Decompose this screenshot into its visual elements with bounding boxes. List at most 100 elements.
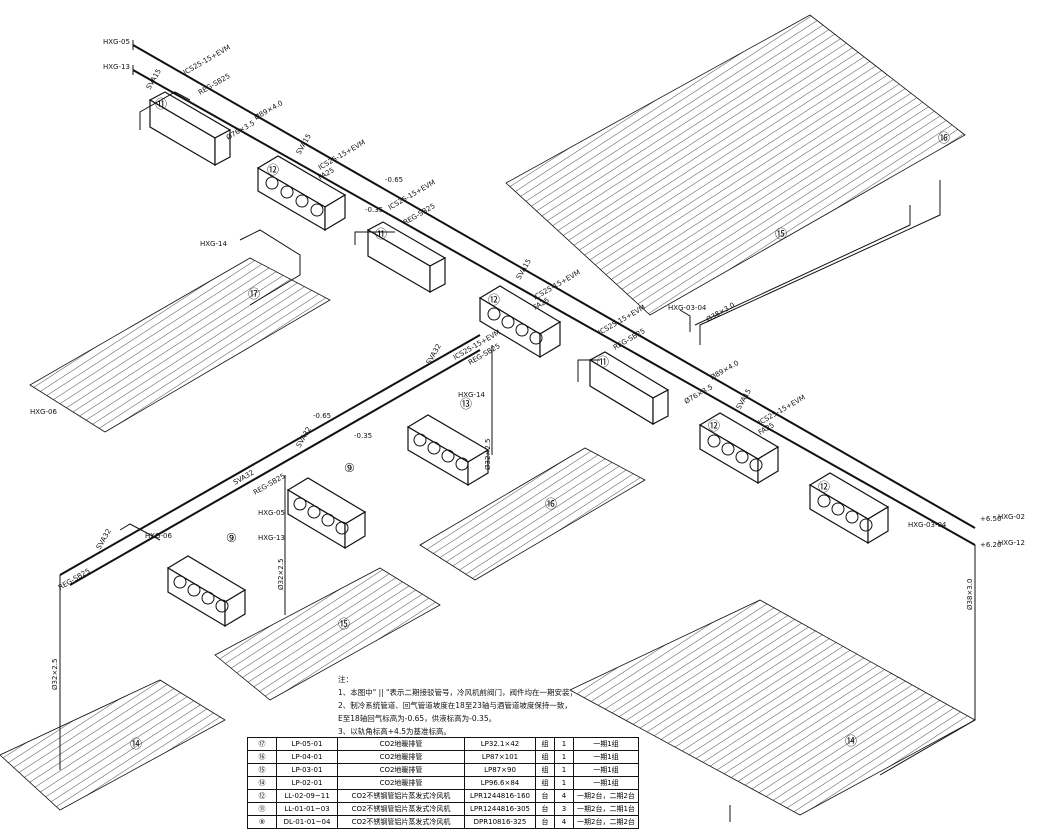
unit-11-top — [148, 91, 232, 167]
legend-cell-no: ⑭ — [247, 776, 277, 790]
legend-cell-remark: 一期2台，二期2台 — [573, 815, 639, 829]
legend-cell-remark: 一期1组 — [573, 776, 639, 790]
marker-16-a: ⑯ — [545, 497, 557, 511]
notes-line-3: E至18轴回气标高为-0.65，供液标高为-0.35。 — [338, 714, 497, 723]
label-hxg05-mid: HXG-05 — [258, 509, 285, 517]
marker-17: ⑰ — [248, 287, 260, 301]
marker-11-a: ⑪ — [155, 97, 167, 111]
coil-16-top — [505, 14, 966, 316]
marker-11-b: ⑪ — [375, 227, 387, 241]
pipe-size-9: Ø38×3.0 — [705, 301, 736, 324]
marker-14-b: ⑭ — [845, 734, 857, 748]
legend-cell-model: LP32.1×42 — [464, 737, 536, 751]
legend-cell-name: CO2地暖排管 — [337, 763, 465, 777]
legend-cell-model: LP96.6×84 — [464, 776, 536, 790]
branch-pipes — [119, 91, 691, 541]
marker-15-b: ⑮ — [775, 227, 787, 241]
marker-15-a: ⑮ — [338, 617, 350, 631]
valve-sv5: SVA32 — [95, 528, 113, 551]
unit-12-d — [808, 472, 890, 545]
legend-cell-unit: 台 — [535, 802, 555, 816]
label-hxg0304-b: HXG-03-04 — [908, 521, 947, 529]
elev-3: -0.65 — [313, 412, 331, 420]
legend-cell-model: LPR1244816-160 — [464, 789, 536, 803]
label-hxg06: HXG-06 — [30, 408, 57, 416]
legend-cell-no: ⑪ — [247, 802, 277, 816]
legend-cell-name: CO2地暖排管 — [337, 750, 465, 764]
legend-cell-remark: 一期2台，二期1台 — [573, 802, 639, 816]
legend-cell-remark: 一期1组 — [573, 737, 639, 751]
marker-14-a: ⑭ — [130, 737, 142, 751]
legend-cell-remark: 一期1组 — [573, 763, 639, 777]
legend-cell-qty: 1 — [554, 776, 574, 790]
label-hxg14: HXG-14 — [200, 240, 227, 248]
valve-ic1: ICS25-15+EVM — [182, 43, 232, 76]
label-hxg06-mid: HXG-06 — [145, 532, 172, 540]
marker-12-c: ⑫ — [708, 419, 720, 433]
valve-ic6: ICS25-15+EVM — [757, 393, 807, 426]
label-hxg12: HXG-12 — [998, 539, 1025, 547]
notes-line-4: 3、以轨角标高+4.5为基准标高。 — [338, 727, 451, 736]
legend-cell-no: ⑮ — [247, 763, 277, 777]
legend-cell-qty: 1 — [554, 750, 574, 764]
label-hxg14-mid: HXG-14 — [458, 391, 485, 399]
notes-title: 注： — [338, 675, 353, 684]
legend-cell-name: CO2不锈钢管铝片蒸发式冷风机 — [337, 789, 465, 803]
legend-cell-unit: 组 — [535, 776, 555, 790]
label-hxg05-top: HXG-05 — [103, 38, 130, 46]
pipe-size-8: Ø38×3.0 — [966, 579, 974, 610]
legend-cell-code: LP-05-01 — [276, 737, 338, 751]
legend-cell-code: LP-03-01 — [276, 763, 338, 777]
coil-16-mid — [419, 447, 646, 581]
pipe-size-7: Ø32×2.5 — [51, 659, 59, 690]
valve-sv7: SVA15 — [515, 258, 533, 281]
valve-sv3: SVA32 — [295, 426, 313, 449]
legend-cell-name: CO2地暖排管 — [337, 776, 465, 790]
legend-cell-model: DPR10816-325 — [464, 815, 536, 829]
legend-cell-code: LL-01-01~03 — [276, 802, 338, 816]
label-hxg0304: HXG-03-04 — [668, 304, 707, 312]
main-supply-header — [132, 40, 976, 546]
legend-cell-remark: 一期1组 — [573, 750, 639, 764]
valve-sv4: SVA32 — [232, 469, 255, 487]
legend-cell-model: LP87×90 — [464, 763, 536, 777]
pipe-size-6: Ø32×2.5 — [277, 559, 285, 590]
legend-cell-qty: 1 — [554, 737, 574, 751]
marker-12-d: ⑫ — [818, 480, 830, 494]
legend-cell-no: ⑯ — [247, 750, 277, 764]
legend-cell-qty: 3 — [554, 802, 574, 816]
legend-cell-no: ⑰ — [247, 737, 277, 751]
label-hxg13-top: HXG-13 — [103, 63, 130, 71]
legend-cell-unit: 组 — [535, 737, 555, 751]
unit-9-b — [166, 555, 247, 628]
valve-ic4: ICS25-15+EVM — [532, 268, 582, 301]
unit-11-mid — [366, 221, 447, 294]
notes-line-2: 2、制冷系统管道、回气管道坡度在18至23轴与酒管道坡度保持一致， — [338, 701, 572, 710]
notes-line-1: 1、本图中" || "表示二期接驳管号，冷风机前阀门，阀件均在一期安装； — [338, 688, 577, 697]
marker-16-b: ⑯ — [938, 131, 950, 145]
unit-11-right — [588, 351, 670, 426]
legend-cell-unit: 组 — [535, 763, 555, 777]
coil-14-right — [569, 599, 976, 816]
legend-cell-unit: 台 — [535, 815, 555, 829]
marker-9-b: ⑨ — [226, 531, 237, 545]
marker-12-b: ⑫ — [488, 293, 500, 307]
legend-cell-name: CO2不锈钢管铝片蒸发式冷风机 — [337, 815, 465, 829]
legend-cell-remark: 一期2台，二期2台 — [573, 789, 639, 803]
unit-12-a — [256, 155, 347, 232]
legend-cell-unit: 台 — [535, 789, 555, 803]
unit-12-c — [698, 412, 780, 485]
coil-15-mid — [214, 567, 441, 701]
legend-cell-qty: 4 — [554, 815, 574, 829]
pipe-size-5: Ø32×2.5 — [484, 439, 492, 470]
legend-cell-no: ⑨ — [247, 815, 277, 829]
marker-12-a: ⑫ — [267, 163, 279, 177]
elev-1: -0.65 — [385, 176, 403, 184]
legend-cell-name: CO2地暖排管 — [337, 737, 465, 751]
